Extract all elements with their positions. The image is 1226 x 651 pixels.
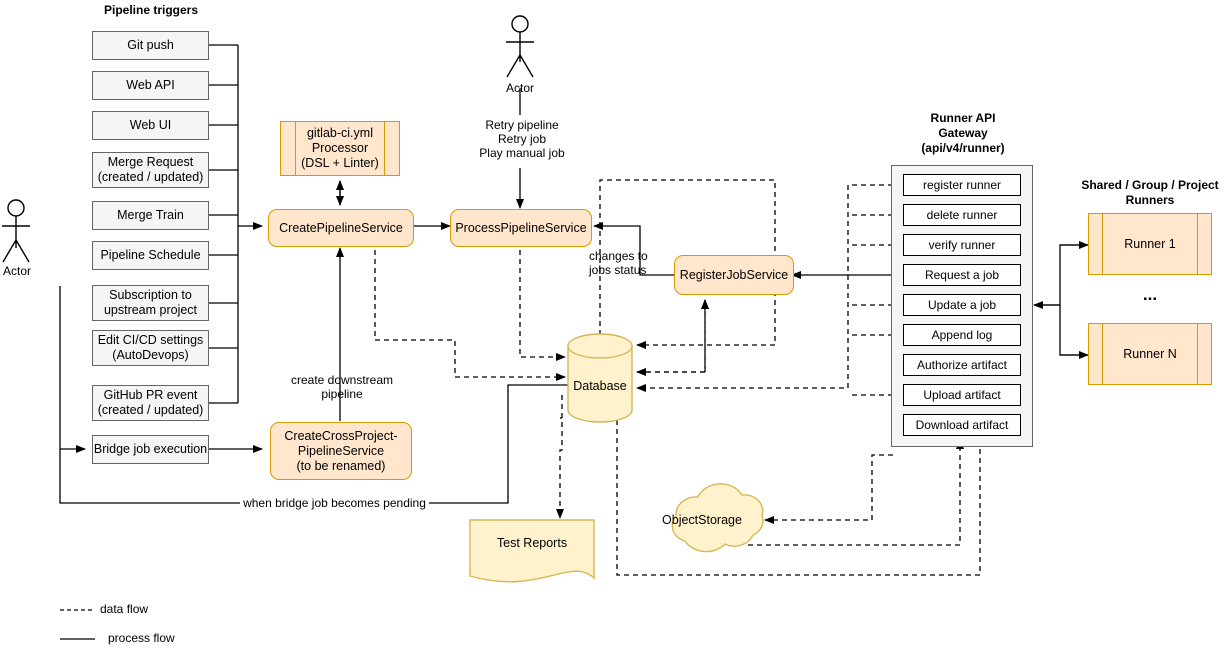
runner-n[interactable]: Runner N bbox=[1088, 323, 1212, 385]
trigger-web-api[interactable]: Web API bbox=[92, 71, 209, 100]
legend-label-process-flow: process flow bbox=[108, 631, 175, 645]
object-storage-shape bbox=[671, 483, 764, 553]
actor-top-glyph bbox=[506, 15, 534, 78]
object-storage-label: ObjectStorage bbox=[662, 513, 742, 527]
trigger-pipeline-schedule[interactable]: Pipeline Schedule bbox=[92, 241, 209, 270]
api-delete-runner[interactable]: delete runner bbox=[903, 204, 1021, 226]
process-pipeline-service[interactable]: ProcessPipelineService bbox=[450, 209, 592, 247]
api-update-a-job[interactable]: Update a job bbox=[903, 294, 1021, 316]
legend-label-data-flow: data flow bbox=[100, 602, 149, 616]
trigger-edit-cicd-settings[interactable]: Edit CI/CD settings (AutoDevops) bbox=[92, 330, 209, 366]
api-register-runner[interactable]: register runner bbox=[903, 174, 1021, 196]
trigger-bridge-job-execution[interactable]: Bridge job execution bbox=[92, 435, 209, 464]
trigger-subscription-upstream[interactable]: Subscription to upstream project bbox=[92, 285, 209, 321]
trigger-merge-train[interactable]: Merge Train bbox=[92, 201, 209, 230]
api-authorize-artifact[interactable]: Authorize artifact bbox=[903, 354, 1021, 376]
test-reports-label: Test Reports bbox=[496, 536, 568, 550]
create-cross-project-pipeline-service[interactable]: CreateCrossProject- PipelineService (to … bbox=[270, 422, 412, 480]
component-bar-right bbox=[1197, 214, 1198, 274]
create-downstream-pipeline-label: create downstream pipeline bbox=[290, 373, 394, 401]
api-verify-runner[interactable]: verify runner bbox=[903, 234, 1021, 256]
api-download-artifact[interactable]: Download artifact bbox=[903, 414, 1021, 436]
gitlab-ci-yml-processor[interactable]: gitlab-ci.yml Processor (DSL + Linter) bbox=[280, 121, 400, 176]
component-bar-left bbox=[1102, 324, 1103, 384]
processor-label: gitlab-ci.yml Processor (DSL + Linter) bbox=[301, 126, 379, 170]
trigger-web-ui[interactable]: Web UI bbox=[92, 111, 209, 140]
actor-left-label: Actor bbox=[2, 264, 31, 278]
api-request-a-job[interactable]: Request a job bbox=[903, 264, 1021, 286]
component-bar-left bbox=[295, 122, 296, 175]
trigger-github-pr-event[interactable]: GitHub PR event (created / updated) bbox=[92, 385, 209, 421]
trigger-git-push[interactable]: Git push bbox=[92, 31, 209, 60]
runner-api-gateway-title: Runner API Gateway (api/v4/runner) bbox=[921, 111, 1005, 155]
actor-left-glyph bbox=[2, 199, 30, 263]
runners-title: Shared / Group / Project Runners bbox=[1081, 178, 1219, 207]
test-reports-shape bbox=[469, 519, 595, 583]
retry-edge-label: Retry pipeline Retry job Play manual job bbox=[479, 118, 565, 160]
changes-to-jobs-status-label: changes to jobs status bbox=[589, 249, 648, 277]
api-upload-artifact[interactable]: Upload artifact bbox=[903, 384, 1021, 406]
register-job-service[interactable]: RegisterJobService bbox=[674, 255, 794, 295]
runners-ellipsis: ... bbox=[1142, 285, 1158, 304]
pipeline-triggers-heading: Pipeline triggers bbox=[103, 3, 199, 17]
component-bar-left bbox=[1102, 214, 1103, 274]
api-append-log[interactable]: Append log bbox=[903, 324, 1021, 346]
trigger-merge-request[interactable]: Merge Request (created / updated) bbox=[92, 152, 209, 188]
runner-1[interactable]: Runner 1 bbox=[1088, 213, 1212, 275]
actor-top-label: Actor bbox=[505, 81, 534, 95]
component-bar-right bbox=[384, 122, 385, 175]
bridge-pending-label: when bridge job becomes pending bbox=[240, 496, 429, 510]
runner-n-label: Runner N bbox=[1123, 346, 1177, 361]
database-label: Database bbox=[573, 379, 627, 393]
database-shape bbox=[567, 333, 633, 423]
component-bar-right bbox=[1197, 324, 1198, 384]
create-pipeline-service[interactable]: CreatePipelineService bbox=[268, 209, 414, 247]
runner-1-label: Runner 1 bbox=[1124, 236, 1176, 251]
